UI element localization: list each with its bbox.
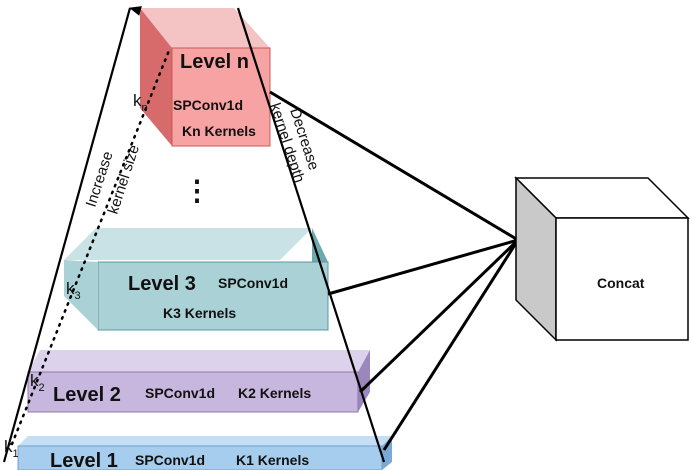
level-ellipsis: ⋮: [183, 175, 211, 206]
level-2-block: Level 2 SPConv1d K2 Kernels: [27, 350, 370, 413]
concat-block: Concat: [514, 176, 690, 342]
level-2-top-face: [28, 350, 370, 372]
level-2-kernels: K2 Kernels: [238, 385, 311, 401]
connector-level-n: [269, 90, 519, 242]
level-n-block: Level n SPConv1d Kn Kernels: [140, 8, 271, 147]
level-n-title: Level n: [180, 51, 249, 73]
connector-level-3: [327, 238, 519, 296]
level-n-op: SPConv1d: [173, 97, 243, 113]
level-2-side-face: [358, 350, 370, 412]
k1-label: k1: [4, 437, 19, 460]
level-2-front-face: [27, 371, 359, 413]
level-1-title: Level 1: [50, 450, 118, 470]
concat-front-face: [555, 217, 689, 341]
level-n-kernels: Kn Kernels: [182, 123, 256, 139]
level-1-kernels: K1 Kernels: [236, 452, 309, 468]
level-1-op: SPConv1d: [135, 452, 205, 468]
level-n-front-face: [171, 47, 271, 147]
kn-label: kn: [133, 91, 148, 114]
level-n-top-face: [140, 8, 270, 48]
level-1-top-face: [18, 436, 392, 446]
k3-label: k3: [66, 279, 81, 302]
level-1-block: Level 1 SPConv1d K1 Kernels: [17, 436, 392, 470]
level-3-left-face: [64, 260, 98, 330]
right-edge-line: [236, 7, 386, 463]
left-arrow-line: [2, 6, 142, 463]
level-3-front-face: [97, 261, 329, 331]
level-3-title: Level 3: [128, 273, 196, 295]
level-3-op: SPConv1d: [218, 275, 288, 291]
connector-level-1: [382, 239, 520, 451]
level-3-kernels: K3 Kernels: [163, 305, 236, 321]
level-2-op: SPConv1d: [145, 385, 215, 401]
level-3-block: Level 3 SPConv1d K3 Kernels: [64, 228, 329, 331]
level-3-top-face: [64, 228, 312, 260]
connector-level-2: [358, 238, 520, 394]
k2-label: k2: [30, 371, 45, 394]
level-n-left-face: [140, 8, 172, 146]
concat-label: Concat: [597, 275, 645, 291]
level-2-title: Level 2: [53, 384, 121, 406]
